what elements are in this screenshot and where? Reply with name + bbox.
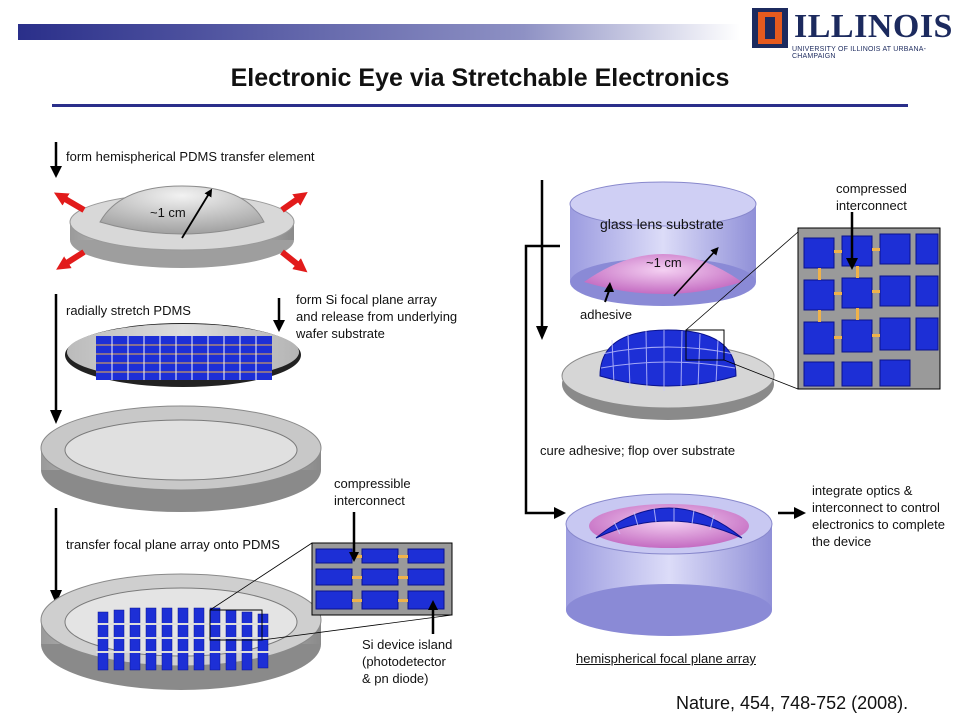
right-process-arrows	[524, 180, 806, 519]
compressed-interconnect-inset	[797, 212, 941, 390]
scale-label-right: ~1 cm	[646, 255, 682, 270]
pdms-dome-element	[69, 185, 295, 268]
step4-label: transfer focal plane array onto PDMS	[66, 537, 280, 552]
step1-label: form hemispherical PDMS transfer element	[66, 149, 315, 164]
integrate-optics-label: integrate optics & interconnect to contr…	[812, 483, 945, 549]
si-device-island-label: Si device island (photodetector & pn dio…	[362, 637, 453, 686]
citation: Nature, 454, 748-752 (2008).	[676, 693, 909, 713]
logo-wordmark: ILLINOIS	[794, 8, 953, 45]
stretched-pdms-ring	[40, 405, 322, 512]
pdms-with-focal-array	[40, 542, 453, 690]
header-gradient-bar	[18, 24, 740, 40]
hemispherical-array-label: hemispherical focal plane array	[576, 651, 756, 666]
step3-arrow	[273, 298, 285, 332]
compressible-interconnect-label: compressible interconnect	[334, 476, 411, 508]
glass-lens-substrate	[569, 181, 757, 306]
adhesive-label: adhesive	[580, 307, 633, 322]
glass-lens-label: glass lens substrate	[600, 216, 724, 232]
compressible-interconnect-inset	[311, 512, 453, 634]
step1-arrow	[50, 142, 62, 178]
curved-array-dish	[561, 231, 799, 420]
title-underline	[52, 104, 908, 107]
step4-arrow	[50, 508, 62, 604]
compressed-interconnect-label: compressed interconnect	[836, 181, 907, 213]
cure-adhesive-label: cure adhesive; flop over substrate	[540, 443, 736, 458]
final-device-assembly	[565, 493, 773, 636]
logo-subtitle: UNIVERSITY OF ILLINOIS AT URBANA-CHAMPAI…	[792, 46, 927, 60]
step2-arrow	[50, 294, 62, 424]
silicon-wafer-array	[65, 323, 301, 387]
page-title: Electronic Eye via Stretchable Electroni…	[230, 64, 730, 92]
step2-label: radially stretch PDMS	[66, 303, 191, 318]
illinois-block-i-logo	[752, 8, 788, 48]
radial-stretch-arrows	[53, 191, 308, 273]
scale-label-left: ~1 cm	[150, 205, 186, 220]
step3-label: form Si focal plane array and release fr…	[296, 292, 458, 341]
